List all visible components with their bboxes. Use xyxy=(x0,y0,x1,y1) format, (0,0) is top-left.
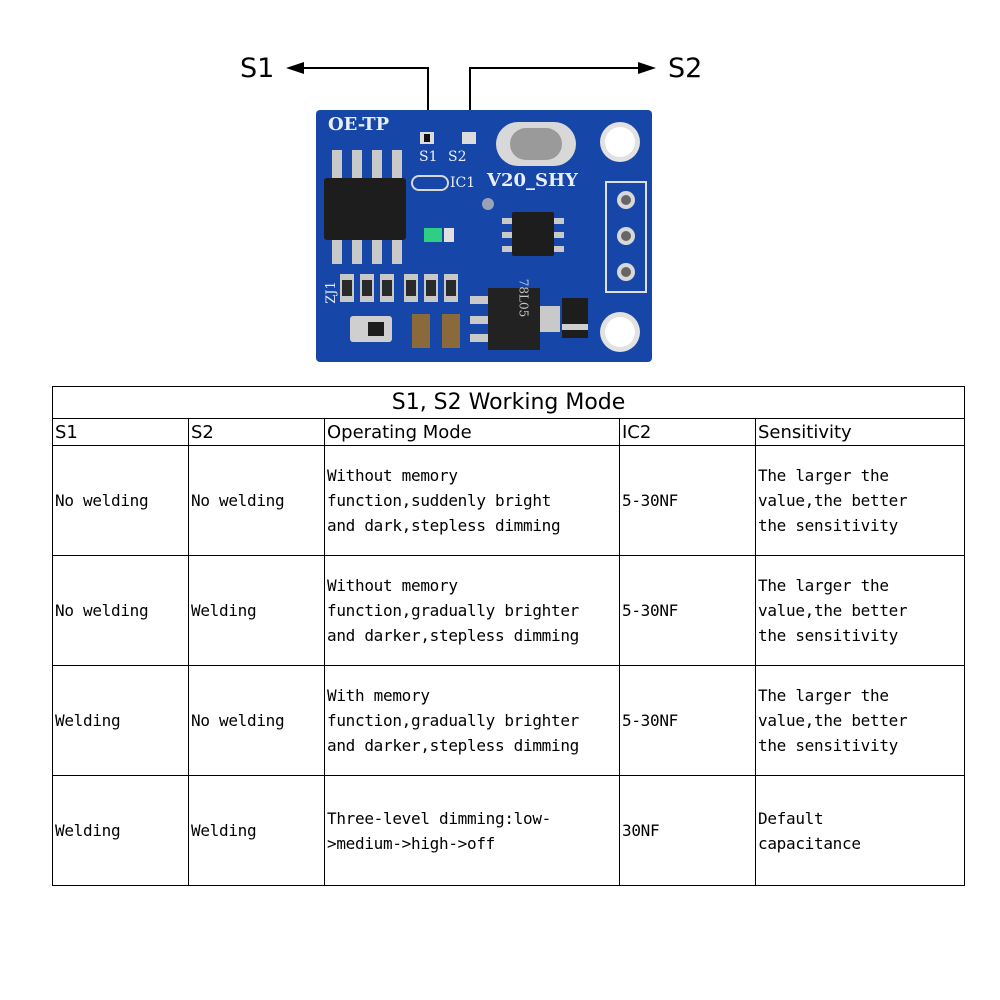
cell-operating-mode: With memory function,gradually brighter … xyxy=(324,665,620,776)
table-row: Welding No welding With memory function,… xyxy=(52,665,966,776)
mode-line: Three-level dimming:low- xyxy=(327,808,551,828)
diode-icon xyxy=(562,298,588,338)
pin-header-icon xyxy=(605,181,647,293)
ic2-chip-icon xyxy=(512,212,554,256)
header-s2: S2 xyxy=(188,418,325,446)
cell-operating-mode: Without memory function,suddenly bright … xyxy=(324,445,620,556)
board-brand-label: OE-TP xyxy=(328,114,390,135)
sensitivity-line: value,the better xyxy=(758,711,908,730)
table-row: No welding No welding Without memory fun… xyxy=(52,445,966,556)
sensitivity-line: The larger the xyxy=(758,686,889,705)
board-version-label: V20_SHY xyxy=(487,170,578,191)
board-zj-label: ZJ1 xyxy=(323,281,339,304)
mode-line: Without memory xyxy=(327,466,458,485)
sensitivity-line: value,the better xyxy=(758,491,908,510)
table-header-row: S1 S2 Operating Mode IC2 Sensitivity xyxy=(52,418,966,446)
table-title-row: S1, S2 Working Mode xyxy=(51,386,966,419)
s2-callout-line xyxy=(469,67,640,110)
cell-s2: Welding xyxy=(188,775,325,886)
board-s2-label: S2 xyxy=(448,149,467,165)
ic1-capacitor-outline-icon xyxy=(411,175,449,191)
working-mode-table: S1, S2 Working Mode S1 S2 Operating Mode… xyxy=(51,386,966,886)
cell-s1: No welding xyxy=(52,555,189,666)
callout-s1-label: S1 xyxy=(240,53,275,84)
sensitivity-line: Default xyxy=(758,808,824,828)
cell-ic2: 5-30NF xyxy=(619,555,756,666)
mode-line: function,gradually brighter xyxy=(327,711,579,730)
sensitivity-line: capacitance xyxy=(758,833,861,853)
cell-sensitivity: Default capacitance xyxy=(754,775,966,886)
cell-s2: No welding xyxy=(188,665,325,776)
sensitivity-line: the sensitivity xyxy=(758,736,898,755)
cell-ic2: 5-30NF xyxy=(619,445,756,556)
s1-callout-line xyxy=(300,67,429,110)
cell-sensitivity: The larger the value,the better the sens… xyxy=(754,555,966,666)
table-row: Welding Welding Three-level dimming:low-… xyxy=(52,775,966,886)
table-title: S1, S2 Working Mode xyxy=(51,386,966,419)
sensitivity-line: the sensitivity xyxy=(758,626,898,645)
led-icon xyxy=(424,228,442,242)
capacitor-tan-1-icon xyxy=(412,314,430,348)
cell-sensitivity: The larger the value,the better the sens… xyxy=(754,665,966,776)
cell-operating-mode: Without memory function,gradually bright… xyxy=(324,555,620,666)
board-ic1-label: IC1 xyxy=(450,175,476,191)
regulator-icon xyxy=(488,288,540,350)
resistor-row-icon xyxy=(340,274,458,302)
cell-ic2: 5-30NF xyxy=(619,665,756,776)
sensitivity-line: the sensitivity xyxy=(758,516,898,535)
pcb-components xyxy=(324,122,647,352)
cell-s1: Welding xyxy=(52,665,189,776)
board-regulator-label: 78L05 xyxy=(516,278,531,318)
mode-line: and dark,stepless dimming xyxy=(327,516,561,535)
cell-operating-mode: Three-level dimming:low- >medium->high->… xyxy=(324,775,620,886)
header-sensitivity: Sensitivity xyxy=(754,418,966,446)
mode-line: and darker,stepless dimming xyxy=(327,626,579,645)
sensitivity-line: The larger the xyxy=(758,576,889,595)
callout-s2-label: S2 xyxy=(668,53,703,84)
s2-pad-icon xyxy=(462,132,476,144)
mode-line: function,gradually brighter xyxy=(327,601,579,620)
ic1-chip-icon xyxy=(324,178,406,240)
mode-line: With memory xyxy=(327,686,430,705)
cell-s1: No welding xyxy=(52,445,189,556)
board-s1-label: S1 xyxy=(419,149,438,165)
table-row: No welding Welding Without memory functi… xyxy=(52,555,966,666)
cell-s1: Welding xyxy=(52,775,189,886)
cell-s2: No welding xyxy=(188,445,325,556)
mode-line: Without memory xyxy=(327,576,458,595)
mode-line: >medium->high->off xyxy=(327,833,495,853)
header-s1: S1 xyxy=(52,418,189,446)
cell-ic2: 30NF xyxy=(619,775,756,886)
sensitivity-line: The larger the xyxy=(758,466,889,485)
mode-line: function,suddenly bright xyxy=(327,491,551,510)
capacitor-tan-2-icon xyxy=(442,314,460,348)
header-ic2: IC2 xyxy=(619,418,756,446)
cell-sensitivity: The larger the value,the better the sens… xyxy=(754,445,966,556)
s2-arrowhead-icon xyxy=(638,62,656,74)
mode-line: and darker,stepless dimming xyxy=(327,736,579,755)
sensitivity-line: value,the better xyxy=(758,601,908,620)
cell-s2: Welding xyxy=(188,555,325,666)
s1-arrowhead-icon xyxy=(286,62,304,74)
pcb-board: OE-TP S1 S2 IC1 V20_SHY ZJ1 78L05 xyxy=(316,110,652,362)
ic1-pins-icon xyxy=(332,150,402,264)
callout-arrows xyxy=(286,62,656,110)
header-operating-mode: Operating Mode xyxy=(324,418,620,446)
